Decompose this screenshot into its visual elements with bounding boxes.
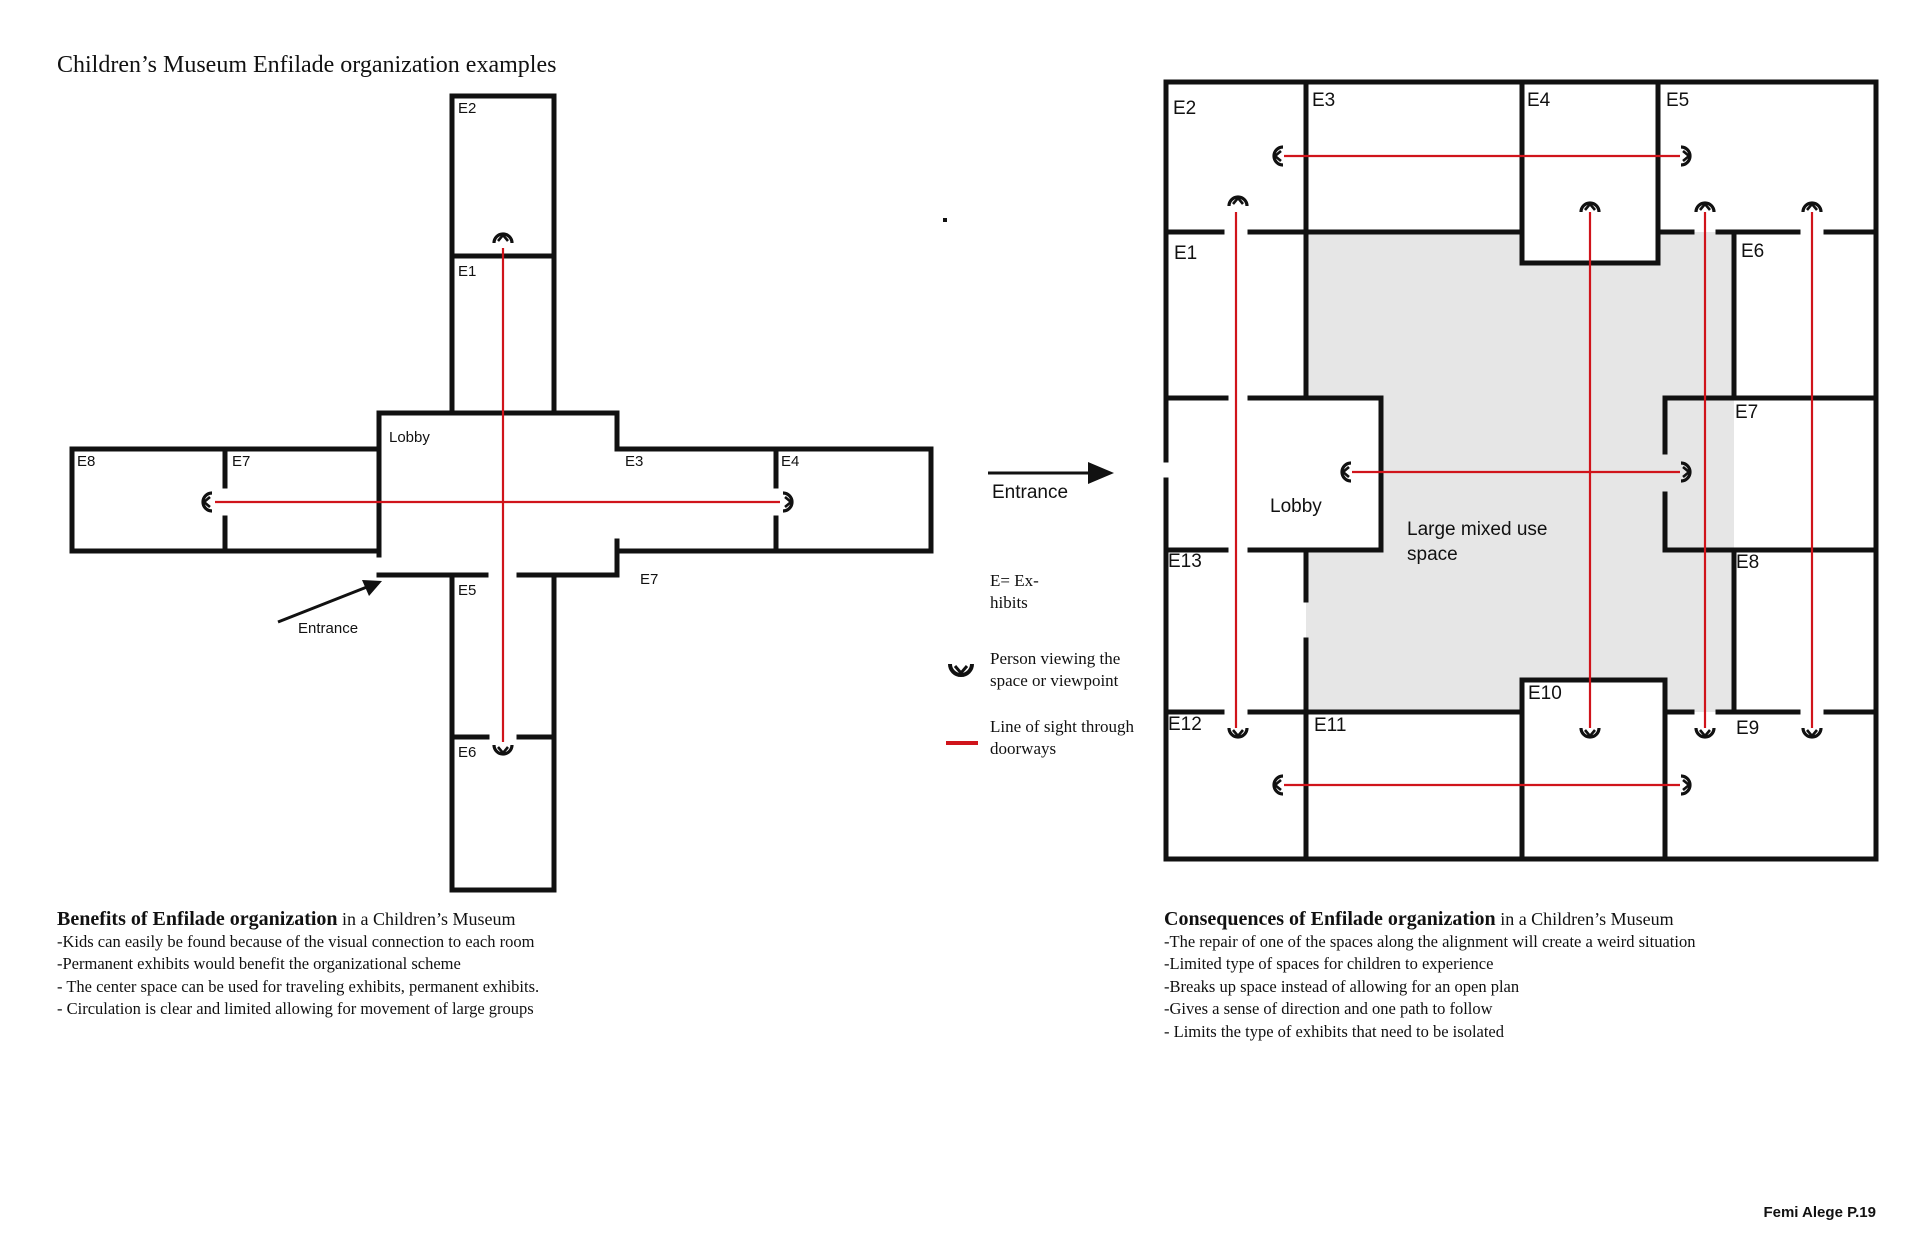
- viewpoint-icon: [492, 743, 514, 756]
- viewpoint-legend-icon: [948, 663, 974, 677]
- room-label: E5: [1666, 90, 1689, 111]
- legend-viewer-line2: space or viewpoint: [990, 671, 1119, 690]
- lobby-label: Lobby: [1270, 496, 1322, 517]
- legend-symbols: [946, 663, 978, 745]
- legend-sight-line1: Line of sight through: [990, 717, 1135, 736]
- viewpoint-icon: [1679, 145, 1692, 167]
- benefits-item: -Kids can easily be found because of the…: [57, 931, 535, 951]
- legend-viewer-line1: Person viewing the: [990, 649, 1121, 668]
- room-label: E5: [458, 582, 476, 599]
- viewpoint-icon: [492, 232, 514, 245]
- viewpoint-icon: [1272, 774, 1285, 796]
- consequences-item: -The repair of one of the spaces along t…: [1164, 931, 1696, 951]
- room-label: E8: [77, 453, 95, 470]
- grid-plan: E2 E3 E4 E5 E1 E6 E7 E13 E8 E12 E11 E10 …: [988, 79, 1879, 862]
- viewpoint-icon: [1801, 201, 1823, 214]
- room-label: E4: [1527, 90, 1551, 111]
- viewpoint-icon: [1340, 461, 1353, 483]
- room-label: E9: [1736, 718, 1759, 739]
- room-label: E12: [1168, 714, 1202, 735]
- center-space-label: Large mixed use: [1407, 519, 1547, 540]
- consequences-item: -Gives a sense of direction and one path…: [1164, 999, 1493, 1018]
- room-label: E1: [458, 263, 476, 280]
- legend-exhibits: E= Ex- hibits: [990, 570, 1039, 614]
- legend-exhibits-line2: hibits: [990, 593, 1028, 612]
- legend-sight: Line of sight through doorways: [990, 716, 1134, 760]
- viewpoint-icon: [1579, 201, 1601, 214]
- consequences-notes: Consequences of Enfilade organization in…: [1164, 908, 1904, 1043]
- viewpoint-icon: [1227, 195, 1249, 208]
- consequences-item: - Limits the type of exhibits that need …: [1164, 1021, 1505, 1041]
- consequences-heading: Consequences of Enfilade organization in…: [1164, 908, 1904, 931]
- room-label: E2: [458, 100, 476, 117]
- room-label: E8: [1736, 552, 1759, 573]
- room-label: E6: [1741, 241, 1764, 262]
- benefits-item: - Circulation is clear and limited allow…: [57, 999, 534, 1018]
- benefits-notes: Benefits of Enfilade organization in a C…: [57, 908, 857, 1021]
- viewpoint-icon: [1227, 726, 1249, 739]
- room-label: E7: [232, 453, 250, 470]
- benefits-item: -Permanent exhibits would benefit the or…: [57, 954, 461, 973]
- benefits-heading-bold: Benefits of Enfilade organization: [57, 908, 338, 930]
- consequences-item: -Limited type of spaces for children to …: [1164, 954, 1494, 973]
- benefits-heading-rest: in a Children’s Museum: [337, 909, 516, 929]
- room-label: E4: [781, 453, 799, 470]
- viewpoint-icon: [1679, 774, 1692, 796]
- room-label: E11: [1314, 715, 1346, 736]
- lobby-label: Lobby: [389, 429, 430, 446]
- room-label: E2: [1173, 98, 1196, 119]
- viewpoint-icon: [1272, 145, 1285, 167]
- room-label: E10: [1528, 683, 1562, 704]
- viewpoint-icon: [1801, 726, 1823, 739]
- legend-exhibits-line1: E= Ex-: [990, 571, 1039, 590]
- consequences-item: -Breaks up space instead of allowing for…: [1164, 976, 1520, 996]
- page-title: Children’s Museum Enfilade organization …: [57, 52, 557, 78]
- viewpoint-icon: [1579, 726, 1601, 739]
- legend-sight-line2: doorways: [990, 739, 1057, 758]
- legend-viewer: Person viewing the space or viewpoint: [990, 648, 1120, 692]
- benefits-heading: Benefits of Enfilade organization in a C…: [57, 908, 857, 931]
- viewpoint-icon: [1694, 201, 1716, 214]
- viewpoint-icon: [781, 491, 794, 513]
- room-label: E13: [1168, 551, 1202, 572]
- consequences-heading-bold: Consequences of Enfilade organization: [1164, 908, 1496, 930]
- room-label: E3: [625, 453, 643, 470]
- room-label: E1: [1174, 243, 1197, 264]
- consequences-heading-rest: in a Children’s Museum: [1495, 909, 1674, 929]
- benefits-item: - The center space can be used for trave…: [57, 976, 540, 996]
- room-label: E7: [640, 571, 658, 588]
- room-label: E6: [458, 744, 476, 761]
- viewpoint-icon: [1694, 726, 1716, 739]
- page-footer: Femi Alege P.19: [1763, 1204, 1876, 1221]
- room-label: E3: [1312, 90, 1335, 111]
- entrance-label: Entrance: [298, 620, 358, 637]
- cross-plan: E2 E1 Lobby E8 E7 E3 E4 E7 E5 E6 Entranc…: [69, 93, 934, 893]
- viewpoint-icon: [201, 491, 214, 513]
- room-label: E7: [1735, 402, 1758, 423]
- entrance-label: Entrance: [992, 482, 1068, 503]
- center-space-label: space: [1407, 544, 1458, 565]
